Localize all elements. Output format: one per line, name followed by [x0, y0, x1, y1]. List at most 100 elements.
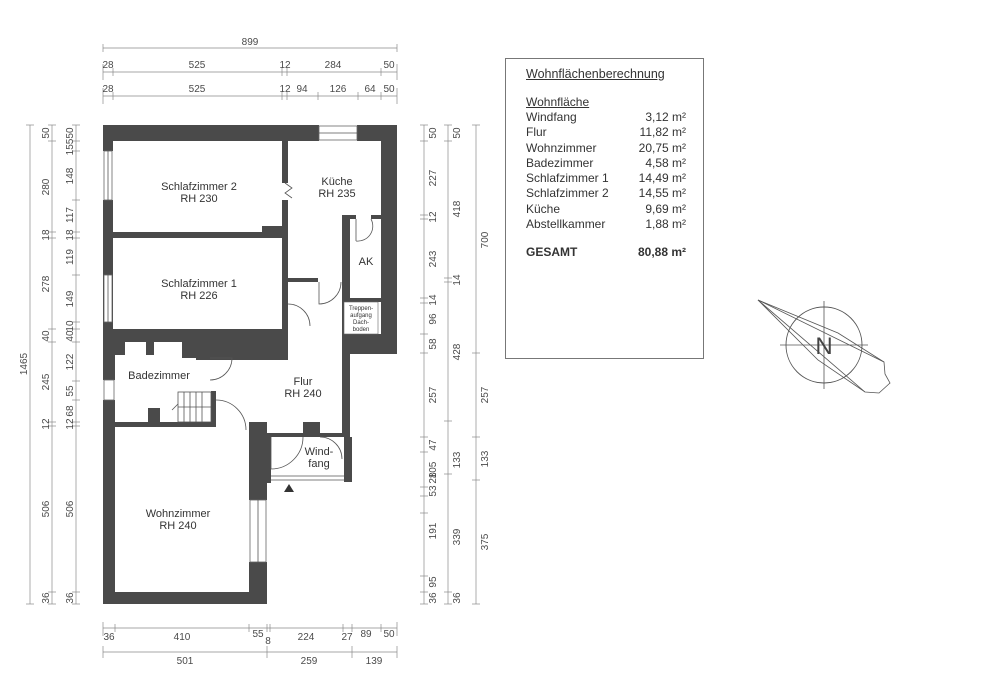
dim-right-i-9: 105 [428, 461, 439, 478]
north-label: N [815, 333, 832, 360]
stair-label-2: aufgang [350, 313, 372, 319]
room-windfang-2: fang [308, 458, 329, 470]
dim-top-r2-0: 28 [102, 84, 114, 95]
entrance-arrow-icon [284, 484, 294, 492]
dim-left-o-1: 280 [41, 178, 52, 195]
dim-top-r1-1: 525 [189, 60, 206, 71]
dim-right-m-0: 50 [452, 127, 463, 139]
stairs [171, 301, 379, 423]
room-flur-rh: RH 240 [284, 388, 321, 400]
stair-label-4: boden [353, 327, 370, 333]
calc-row: Schlafzimmer 1 14,49 m² [526, 171, 686, 186]
room-schlafzimmer-1-rh: RH 226 [180, 290, 217, 302]
dim-right-i-8: 47 [428, 439, 439, 451]
dim-right-m-4: 133 [452, 451, 463, 468]
dim-right-i-3: 243 [428, 250, 439, 267]
calc-row-name: Schlafzimmer 1 [526, 171, 609, 186]
dim-right-i-0: 50 [428, 127, 439, 139]
calc-row-value: 3,12 m² [645, 110, 686, 124]
calc-row-value: 20,75 m² [638, 140, 686, 155]
calc-row: Flur 11,82 m² [526, 125, 686, 140]
dim-top-r2-3: 94 [296, 84, 308, 95]
room-schlafzimmer-2-name: Schlafzimmer 2 [161, 181, 237, 193]
dim-left-i-14: 36 [65, 592, 76, 604]
room-badezimmer-name: Badezimmer [128, 370, 190, 382]
dimension-left: 1465 50 280 18 278 40 245 12 506 36 5 [19, 124, 80, 605]
dim-right-i-12: 191 [428, 522, 439, 539]
dim-left-i-8: 40 [65, 330, 76, 342]
calc-row: Schlafzimmer 2 14,55 m² [526, 186, 686, 201]
dim-top-r1-0: 28 [102, 60, 114, 71]
dim-bottom-r1-5: 27 [341, 632, 353, 643]
dim-left-i-9: 122 [65, 353, 76, 370]
dim-right-m-1: 418 [452, 200, 463, 217]
dim-right-i-14: 36 [428, 592, 439, 604]
dim-bottom-r1-0: 36 [103, 632, 115, 643]
dim-top-r2-1: 525 [189, 84, 206, 95]
doors [209, 182, 374, 492]
dim-top-r2-6: 50 [383, 84, 395, 95]
dim-bottom-r2-2: 139 [366, 656, 383, 667]
dim-bottom-r1-7: 50 [383, 629, 395, 640]
calc-title: Wohnflächenberechnung [526, 67, 665, 81]
calc-row-value: 11,82 m² [639, 125, 686, 140]
calc-row-value: 14,55 m² [638, 186, 686, 201]
dim-right-o-1: 257 [480, 386, 491, 403]
dim-left-o-8: 36 [41, 592, 52, 604]
dim-right-m-2: 14 [452, 274, 463, 286]
dim-right-i-4: 14 [428, 294, 439, 306]
dim-top-total: 899 [242, 37, 259, 48]
room-kueche-name: Küche [321, 176, 352, 188]
dim-right-m-3: 428 [452, 343, 463, 360]
dim-right-i-1: 227 [428, 169, 439, 186]
calc-total-value: 80,88 m² [637, 245, 686, 260]
dim-top-r1-3: 284 [325, 60, 342, 71]
dim-left-i-4: 18 [65, 229, 76, 241]
room-flur-name: Flur [294, 376, 313, 388]
dim-left-i-13: 506 [65, 500, 76, 517]
dim-left-i-2: 148 [65, 167, 76, 184]
room-wohnzimmer-name: Wohnzimmer [146, 508, 211, 520]
room-labels: Schlafzimmer 2 RH 230 Küche RH 235 Schla… [128, 176, 374, 532]
calc-row-value: 4,58 m² [645, 155, 686, 170]
dim-right-i-7: 257 [428, 386, 439, 403]
dim-left-o-3: 278 [41, 275, 52, 292]
dim-left-o-5: 245 [41, 373, 52, 390]
room-schlafzimmer-2-rh: RH 230 [180, 193, 217, 205]
calc-row-name: Abstellkammer [526, 217, 606, 232]
dim-top-r2-2: 12 [279, 84, 291, 95]
calc-row-name: Badezimmer [526, 155, 594, 170]
dim-left-i-5: 119 [65, 249, 76, 265]
dim-right-o-3: 375 [480, 533, 491, 550]
dimension-bottom: 36 410 55 8 224 27 89 50 501 259 139 [102, 622, 398, 667]
dimension-right: 50 227 12 243 14 96 58 257 47 105 28 53 … [420, 124, 491, 605]
dim-right-i-6: 58 [428, 338, 439, 350]
dim-left-o-2: 18 [41, 229, 52, 241]
dim-bottom-r1-3: 8 [265, 636, 271, 647]
dim-left-o-0: 50 [41, 127, 52, 139]
dim-bottom-r2-0: 501 [177, 656, 194, 667]
dim-right-i-5: 96 [428, 313, 439, 325]
dim-top-r2-5: 64 [364, 84, 376, 95]
dim-left-o-7: 506 [41, 500, 52, 517]
dim-left-i-10: 55 [65, 385, 76, 397]
dim-right-i-13: 95 [428, 576, 439, 588]
dim-bottom-r2-1: 259 [301, 656, 318, 667]
calc-row-name: Flur [526, 125, 547, 140]
stair-label-1: Treppen- [349, 306, 373, 312]
room-kueche-rh: RH 235 [318, 188, 355, 200]
calc-row-value: 14,49 m² [638, 171, 686, 186]
dim-right-i-2: 12 [428, 211, 439, 223]
dim-left-i-12: 12 [65, 418, 76, 430]
dim-right-m-6: 36 [452, 592, 463, 604]
area-calculation-box: Wohnflächenberechnung Wohnfläche Windfan… [505, 58, 704, 359]
room-schlafzimmer-1-name: Schlafzimmer 1 [161, 278, 237, 290]
dim-left-i-3: 117 [65, 207, 76, 223]
dim-left-o-6: 12 [41, 418, 52, 430]
calc-row-name: Schlafzimmer 2 [526, 186, 609, 201]
calc-row-value: 9,69 m² [645, 201, 686, 216]
